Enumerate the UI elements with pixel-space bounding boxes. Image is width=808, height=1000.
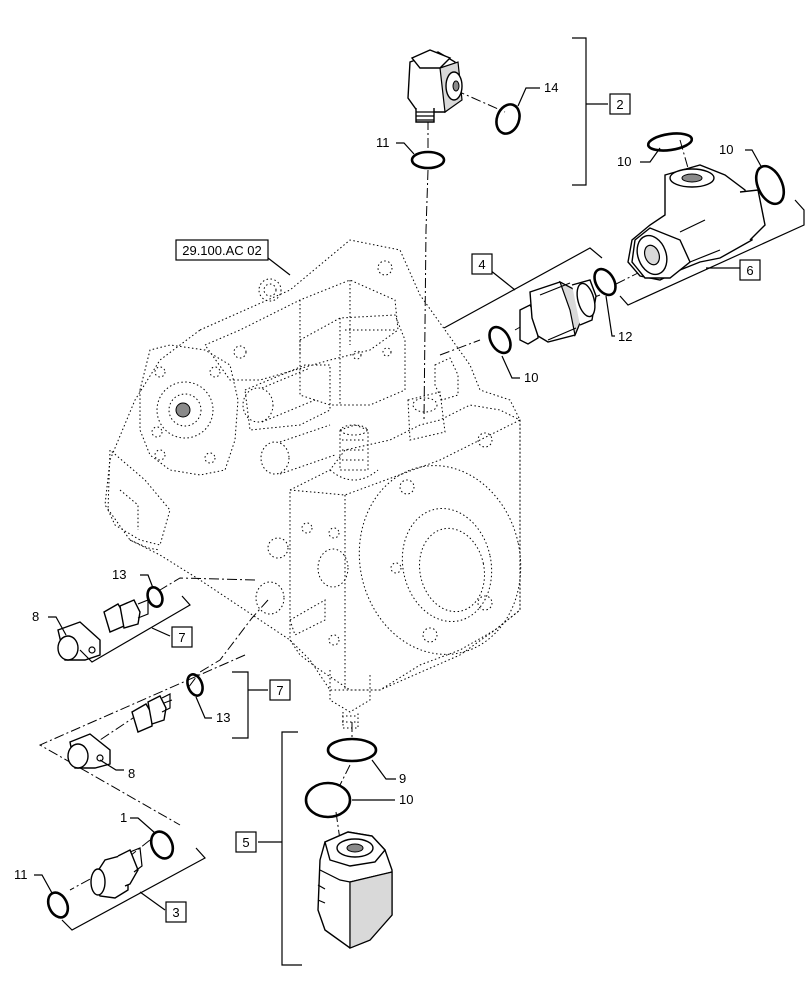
adapter-fitting-4 (519, 279, 597, 345)
bracket-2 (572, 37, 608, 186)
fitting-3 (90, 847, 143, 899)
callout-10-c: 10 (524, 370, 538, 385)
box-callout-7-upper: 7 (178, 630, 185, 645)
o-ring-10-a (646, 132, 694, 152)
bracket-7-lower (232, 671, 268, 739)
bracket-4 (443, 247, 603, 329)
tee-fitting-6 (627, 164, 766, 281)
box-callout-5: 5 (242, 835, 249, 850)
leader-7-upper (151, 627, 171, 637)
o-ring-14 (495, 103, 521, 135)
reference-label-box (175, 239, 269, 261)
pump-assembly (104, 239, 522, 729)
o-ring-10-c (488, 325, 512, 355)
o-ring-12 (593, 267, 617, 297)
o-ring-10-d (304, 781, 352, 819)
callout-8-upper: 8 (32, 609, 39, 624)
callout-10-a: 10 (617, 154, 631, 169)
leader-3 (139, 891, 166, 911)
valve-cartridge-5 (317, 831, 393, 949)
bracket-3 (61, 847, 206, 931)
callout-11-lower: 11 (14, 867, 28, 882)
o-ring-13-lower (186, 673, 204, 697)
box-callout-3: 3 (172, 905, 179, 920)
callout-10-b: 10 (719, 142, 733, 157)
callout-numbers: 14 11 10 10 12 10 13 8 13 8 1 11 9 10 (14, 80, 733, 882)
o-ring-11-top (410, 150, 446, 170)
callout-1: 1 (120, 810, 127, 825)
bracket-5 (258, 731, 302, 966)
callout-8-lower: 8 (128, 766, 135, 781)
reference-label: 29.100.AC 02 (182, 243, 262, 258)
callout-14: 14 (544, 80, 558, 95)
callout-12: 12 (618, 329, 632, 344)
o-ring-13-upper (146, 586, 164, 608)
plug-fitting-7-lower (67, 693, 171, 769)
callout-leaders (34, 87, 763, 894)
callout-13-lower: 13 (216, 710, 230, 725)
o-ring-1 (149, 830, 175, 860)
box-callout-7-lower: 7 (276, 683, 283, 698)
leader-4 (489, 269, 516, 291)
callout-10-d: 10 (399, 792, 413, 807)
bracket-7-upper (79, 595, 191, 663)
boxed-callouts: 2 6 4 7 7 5 3 (165, 93, 761, 923)
o-ring-9 (326, 737, 378, 763)
callout-13-upper: 13 (112, 567, 126, 582)
box-callout-2: 2 (616, 97, 623, 112)
o-ring-11-lower (46, 891, 70, 919)
box-callout-4: 4 (478, 257, 485, 272)
callout-11-top: 11 (376, 135, 390, 150)
elbow-fitting-2 (407, 49, 463, 123)
plug-fitting-7-upper (57, 599, 149, 661)
center-lines (38, 89, 761, 891)
callout-9: 9 (399, 771, 406, 786)
box-callout-6: 6 (746, 263, 753, 278)
bracket-6 (619, 199, 805, 306)
